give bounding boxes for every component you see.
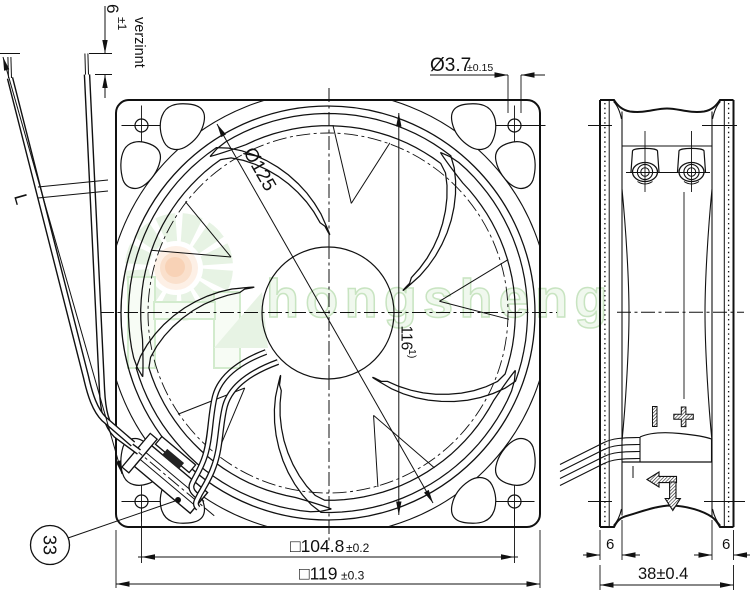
svg-text:6: 6 bbox=[606, 536, 614, 553]
svg-text:38±0.4: 38±0.4 bbox=[638, 565, 688, 583]
svg-text:□119: □119 bbox=[299, 564, 337, 584]
svg-text:±0.15: ±0.15 bbox=[467, 62, 493, 74]
svg-text:±0.2: ±0.2 bbox=[346, 541, 370, 555]
svg-text:116: 116 bbox=[398, 326, 415, 351]
svg-text:33: 33 bbox=[40, 535, 60, 555]
svg-text:□104.8: □104.8 bbox=[290, 536, 344, 556]
svg-text:±0.3: ±0.3 bbox=[341, 569, 365, 583]
svg-text:Ø3.7: Ø3.7 bbox=[430, 55, 471, 76]
svg-text:6: 6 bbox=[103, 4, 122, 13]
svg-text:±1: ±1 bbox=[115, 17, 129, 31]
svg-text:verzinnt: verzinnt bbox=[131, 17, 147, 68]
svg-text:6: 6 bbox=[722, 536, 730, 553]
svg-text:hongsheng: hongsheng bbox=[266, 269, 614, 329]
svg-text:1): 1) bbox=[406, 349, 418, 358]
